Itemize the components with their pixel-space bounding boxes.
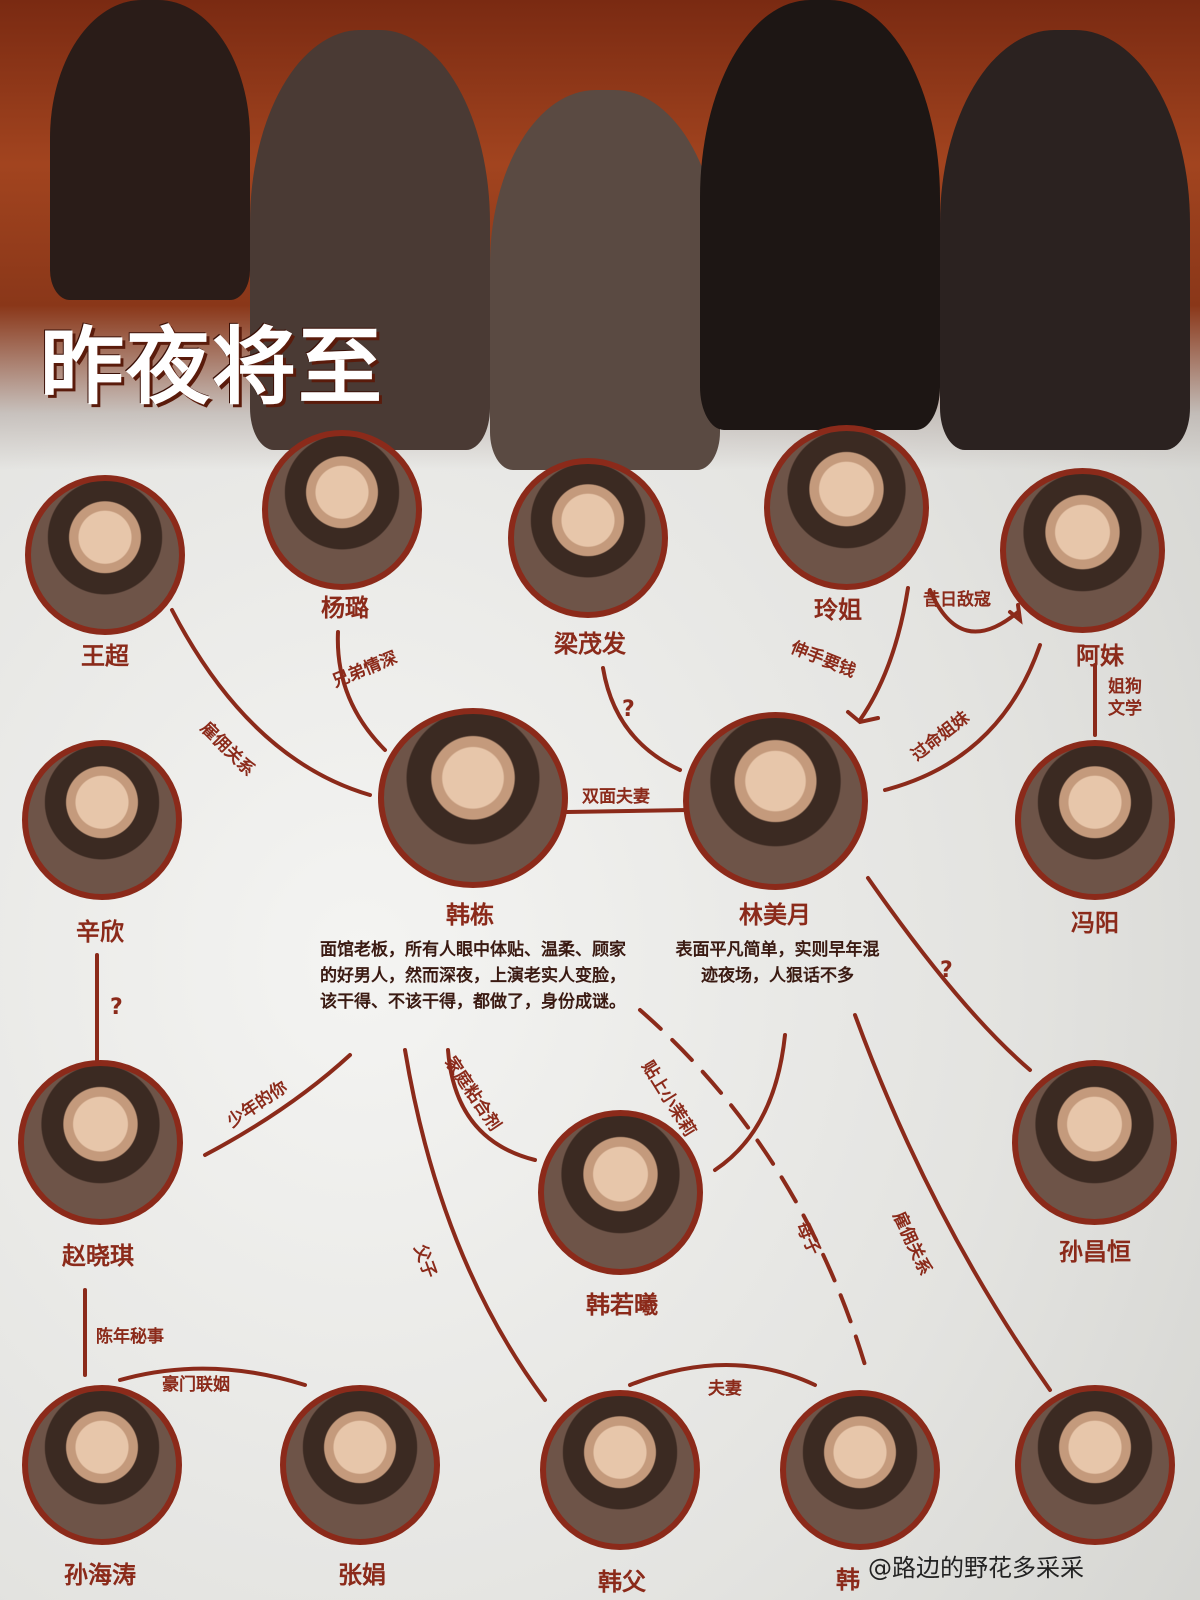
label-sunhaitao-zhangjuan: 豪门联姻 (162, 1375, 230, 1395)
label-amei-fengyang-1: 姐狗 (1108, 677, 1142, 697)
line-linmeiyue-right (853, 1013, 1052, 1392)
avatar-zhangjuan (280, 1385, 440, 1545)
label-hanfu-hanmu: 夫妻 (708, 1379, 742, 1399)
line-hanfu-hanmu (628, 1363, 817, 1387)
line-zhaoxiaoqi-handong (203, 1053, 352, 1157)
name-zhangjuan: 张娟 (338, 1561, 386, 1589)
avatar-fengyang (1015, 740, 1175, 900)
label-zhaoxiaoqi-sunhaitao: 陈年秘事 (96, 1327, 164, 1347)
cast-photo (940, 30, 1190, 450)
name-liangmaofa: 梁茂发 (554, 630, 626, 658)
avatar-hanfu (540, 1390, 700, 1550)
name-lingjie: 玲姐 (814, 596, 862, 624)
avatar-handong (378, 708, 568, 888)
line-wangchao-handong (170, 608, 372, 797)
label-liangmaofa-linmeiyue: ? (622, 697, 635, 722)
cast-photo (250, 30, 490, 450)
cast-photo (490, 90, 720, 470)
line-sunhaitao-zhangjuan (118, 1366, 307, 1387)
name-hanmu: 韩 (836, 1566, 860, 1594)
line-handong-hanruoxi (446, 1048, 537, 1162)
avatar-sunchangheng (1012, 1060, 1177, 1225)
name-amei: 阿妹 (1076, 642, 1124, 670)
drama-title: 昨夜将至 (40, 317, 385, 416)
line-linmeiyue-sunchangheng (866, 876, 1032, 1072)
label-amei-fengyang-2: 文学 (1108, 699, 1142, 719)
line-lingjie-amei (928, 588, 1020, 634)
avatar-zhaoxiaoqi (18, 1060, 183, 1225)
avatar-liangmaofa (508, 458, 668, 618)
line-handong-hanfu (403, 1048, 547, 1402)
line-liangmaofa-linmeiyue (601, 666, 682, 772)
name-xinxin: 辛欣 (76, 918, 124, 946)
avatar-amei (1000, 468, 1165, 633)
line-lingjie-linmeiyue (858, 586, 910, 722)
desc-linmeiyue: 表面平凡简单，实则早年混迹夜场，人狠话不多 (675, 940, 880, 986)
name-hanruoxi: 韩若曦 (586, 1291, 658, 1319)
arrow-amei (1008, 603, 1023, 625)
name-zhaoxiaoqi: 赵晓琪 (62, 1242, 134, 1270)
label-lingjie-amei: 昔日敌寇 (923, 590, 991, 610)
avatar-hanruoxi (538, 1110, 703, 1275)
name-handong: 韩栋 (446, 901, 494, 929)
watermark-text: @路边的野花多采采 (868, 1554, 1084, 1582)
line-handong-linmeiyue (565, 808, 690, 814)
avatar-xinxin (22, 740, 182, 900)
name-wangchao: 王超 (81, 642, 129, 670)
name-hanfu: 韩父 (598, 1568, 646, 1596)
avatar-unnamed-woman (1015, 1385, 1175, 1545)
name-linmeiyue: 林美月 (739, 901, 811, 929)
avatar-wangchao (25, 475, 185, 635)
avatar-sunhaitao (22, 1385, 182, 1545)
label-xinxin-zhaoxiaoqi: ? (110, 995, 123, 1020)
name-fengyang: 冯阳 (1071, 909, 1119, 937)
cast-photo (50, 0, 250, 300)
name-sunhaitao: 孙海涛 (64, 1561, 136, 1589)
avatar-linmeiyue (683, 712, 868, 890)
cast-photo (700, 0, 940, 430)
label-handong-linmeiyue: 双面夫妻 (582, 787, 650, 807)
line-yanglu-handong (335, 630, 387, 752)
line-linmeiyue-hanruoxi (713, 1033, 787, 1172)
label-linmeiyue-sunchangheng: ? (940, 958, 953, 983)
avatar-lingjie (764, 425, 929, 590)
line-handong-hanmu (638, 1008, 867, 1367)
name-sunchangheng: 孙昌恒 (1059, 1238, 1131, 1266)
arrow-lingjie (846, 710, 880, 725)
avatar-hanmu (780, 1390, 940, 1550)
desc-handong: 面馆老板，所有人眼中体贴、温柔、顾家的好男人，然而深夜，上演老实人变脸，该干得、… (320, 940, 626, 1012)
line-amei-linmeiyue (883, 643, 1042, 792)
avatar-yanglu (262, 430, 422, 590)
name-yanglu: 杨璐 (321, 594, 369, 622)
cast-banner (0, 0, 1200, 470)
